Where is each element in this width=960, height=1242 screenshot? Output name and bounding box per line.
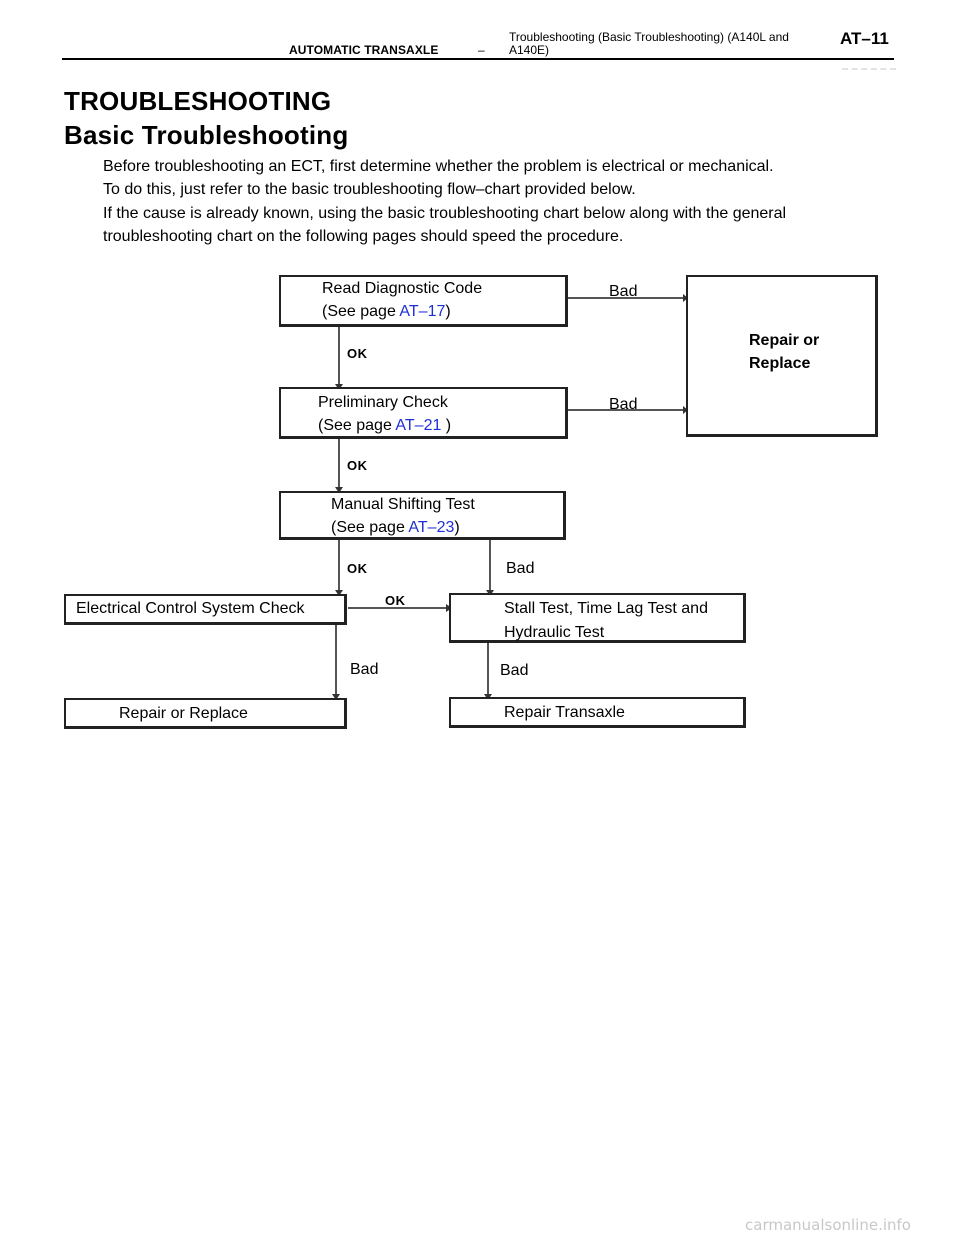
preliminary-check-box [279,387,568,439]
preliminary-bad-label: Bad [609,396,638,413]
ok-label-4: OK [385,593,406,608]
repair-right-line1: Repair or [749,332,820,349]
arrowhead-prelim-repair [683,406,688,414]
stall-test-box [449,593,746,643]
manual-shift-title: Manual Shifting Test [331,496,475,513]
manual-shift-close-paren: ) [454,519,460,536]
read-diagnostic-code-label: Read Diagnostic Code (See page AT–17) [322,277,482,323]
intro-paragraph-2: To do this, just refer to the basic trou… [103,181,636,199]
intro-text: Before troubleshooting an ECT, first det… [103,155,893,248]
manual-shift-bad-label: Bad [506,560,535,577]
arrowhead-read-repair [683,294,688,302]
read-code-title: Read Diagnostic Code [322,280,483,297]
read-code-page-link[interactable]: AT–17 [399,303,446,320]
intro-paragraph-3: If the cause is already known, using the… [103,204,787,245]
ok-label-2: OK [347,458,368,473]
repair-or-replace-right-label: Repair or Replace [749,329,819,375]
manual-shifting-test-box [279,491,566,540]
header-title: Troubleshooting (Basic Troubleshooting) … [509,30,789,57]
preliminary-see-page: (See page [318,417,396,434]
electrical-control-check-box [64,594,347,625]
header-rule [62,58,894,60]
stall-line1: Stall Test, Time Lag Test and [504,600,708,617]
electrical-control-check-label: Electrical Control System Check [76,600,305,617]
electrical-bad-label: Bad [350,661,379,678]
stall-line2: Hydraulic Test [504,624,605,641]
page-number: AT–11 [840,29,889,48]
preliminary-page-link[interactable]: AT–21 [395,417,442,434]
arrowhead-electrical-repair [332,694,340,700]
ok-label-3: OK [347,561,368,576]
header-section: AUTOMATIC TRANSAXLE [289,43,439,57]
repair-or-replace-right-box [686,275,878,437]
manual-shift-see-page: (See page [331,519,409,536]
arrowhead-prelim-manual [335,487,343,493]
ok-label-1: OK [347,346,368,361]
manual-shifting-test-label: Manual Shifting Test (See page AT–23) [331,493,475,539]
stall-test-label: Stall Test, Time Lag Test and Hydraulic … [504,597,708,645]
intro-paragraph-1: Before troubleshooting an ECT, first det… [103,158,774,175]
stall-bad-label: Bad [500,662,529,679]
read-code-see-page: (See page [322,303,400,320]
repair-or-replace-bottom-box [64,698,347,729]
header-ghost-mark [842,68,896,75]
repair-transaxle-box [449,697,746,728]
preliminary-check-label: Preliminary Check (See page AT–21 ) [318,391,451,437]
repair-right-line2: Replace [749,355,811,372]
preliminary-close-paren: ) [441,417,452,434]
page-heading: TROUBLESHOOTING [64,86,332,116]
read-diagnostic-code-box [279,275,568,327]
site-watermark: carmanualsonline.info [745,1216,911,1234]
arrowhead-manual-electrical [335,590,343,596]
preliminary-title: Preliminary Check [318,394,448,411]
repair-transaxle-label: Repair Transaxle [504,704,625,721]
read-code-close-paren: ) [445,303,451,320]
header-separator: – [478,43,485,57]
manual-shift-page-link[interactable]: AT–23 [408,519,455,536]
read-code-bad-label: Bad [609,283,638,300]
repair-or-replace-bottom-label: Repair or Replace [119,705,248,722]
page-subheading: Basic Troubleshooting [64,120,349,150]
